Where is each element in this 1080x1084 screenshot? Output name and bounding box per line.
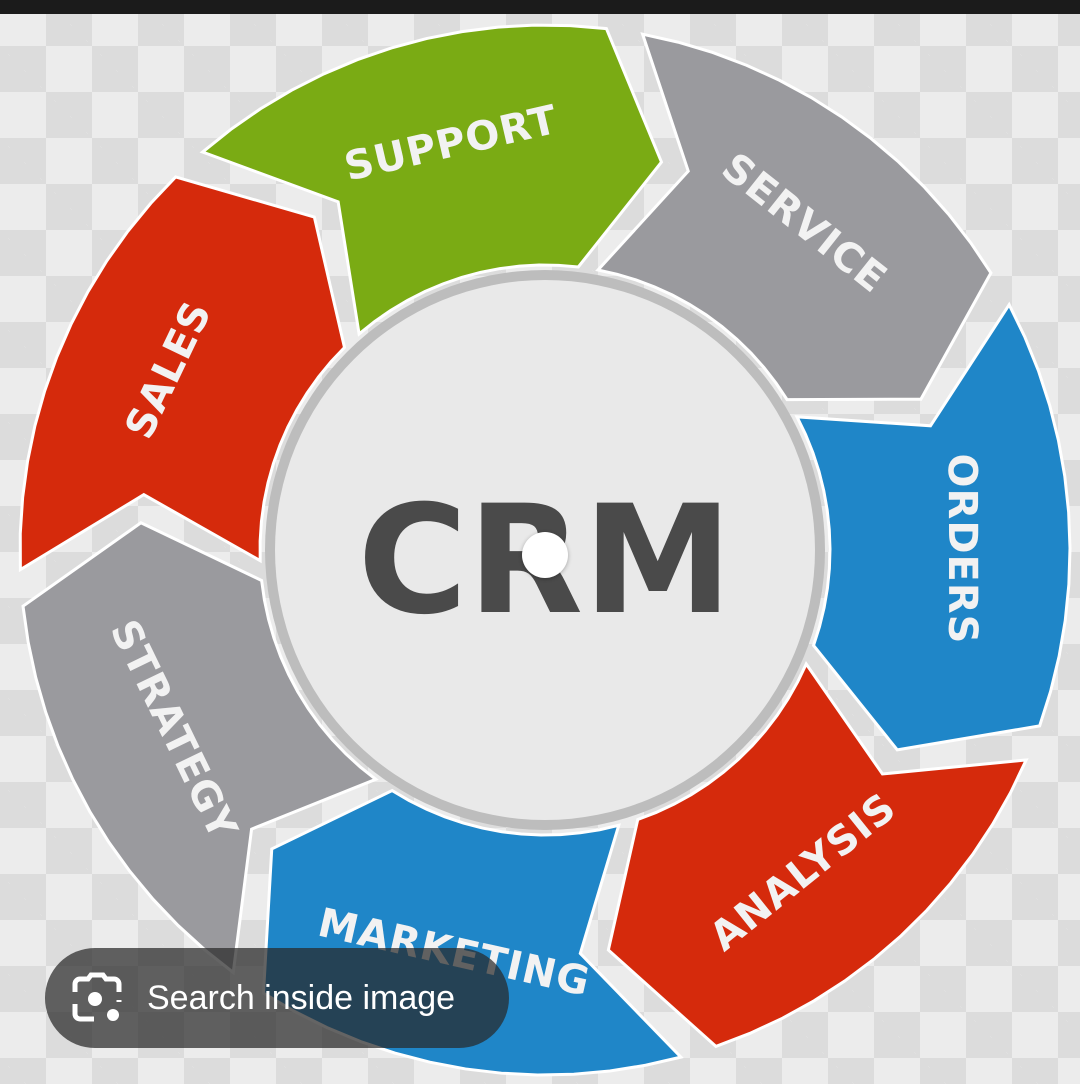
segment-strategy — [21, 521, 379, 976]
segment-service — [595, 32, 993, 402]
search-inside-image-label: Search inside image — [147, 978, 456, 1017]
search-inside-image-button[interactable]: Search inside image — [45, 948, 509, 1048]
touch-indicator — [522, 532, 568, 578]
segment-orders — [794, 301, 1072, 752]
segment-support — [199, 23, 664, 337]
status-bar — [0, 0, 1080, 14]
lens-camera-icon — [72, 972, 122, 1022]
segment-sales — [18, 175, 347, 573]
segment-label-orders: ORDERS — [939, 453, 985, 644]
segment-analysis — [606, 660, 1029, 1049]
